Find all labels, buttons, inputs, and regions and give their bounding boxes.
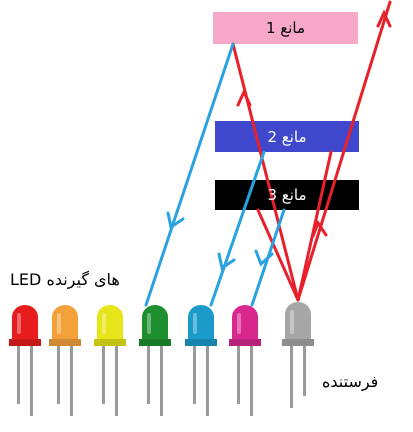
arrowhead-red-3 <box>311 219 328 238</box>
led-highlight <box>290 310 294 334</box>
led-rim <box>185 339 217 346</box>
obstacle-1-label: مانع 1 <box>265 19 306 37</box>
led-highlight <box>147 313 151 334</box>
arrowhead-blue-2 <box>217 252 236 271</box>
led-leg <box>237 346 240 404</box>
led-leg <box>30 346 33 416</box>
led-leg <box>115 346 118 416</box>
led-highlight <box>237 313 241 334</box>
led-leg <box>160 346 163 416</box>
led-leg <box>102 346 105 404</box>
led-leg <box>206 346 209 416</box>
led-highlight <box>102 313 106 334</box>
transmitter-label: فرستنده <box>322 372 379 391</box>
emitted-beam-to-obstacle-1 <box>231 42 300 302</box>
led-rim <box>229 339 261 346</box>
arrowhead-blue-1 <box>166 211 185 230</box>
reflected-beam-obstacle-2 <box>209 150 266 307</box>
led-highlight <box>57 313 61 334</box>
receiver-led <box>9 305 41 416</box>
receiver-led <box>185 305 217 416</box>
led-body <box>232 305 258 340</box>
arrowhead-red-2 <box>376 9 392 28</box>
led-rim <box>94 339 126 346</box>
led-body <box>12 305 38 340</box>
led-leg <box>17 346 20 404</box>
receiver-led <box>139 305 171 416</box>
led-leg <box>250 346 253 416</box>
led-leg <box>303 346 306 396</box>
receiver-leds-label: LED های گیرنده <box>10 270 120 289</box>
emitted-beams <box>231 0 392 302</box>
led-rim <box>49 339 81 346</box>
led-leg <box>57 346 60 404</box>
receiver-led <box>94 305 126 416</box>
led-body <box>97 305 123 340</box>
receiver-led <box>49 305 81 416</box>
transmitter-led <box>282 302 314 408</box>
led-rim <box>139 339 171 346</box>
led-body <box>52 305 78 340</box>
led-leg <box>193 346 196 404</box>
reflected-beam-obstacle-1 <box>144 42 235 307</box>
led-leg <box>70 346 73 416</box>
led-leg <box>147 346 150 404</box>
reflected-beams <box>144 42 286 307</box>
led-rim <box>9 339 41 346</box>
led-body <box>285 302 311 340</box>
emitted-beam-to-obstacle-3 <box>256 208 300 302</box>
obstacle-1-box <box>213 12 358 44</box>
arrowhead-red-1 <box>236 88 252 107</box>
arrowhead-blue-3 <box>254 249 274 267</box>
led-highlight <box>17 313 21 334</box>
receiver-led <box>229 305 261 416</box>
led-body <box>142 305 168 340</box>
led-highlight <box>193 313 197 334</box>
obstacle-2-label: مانع 2 <box>267 127 307 146</box>
led-row <box>9 302 314 416</box>
led-rim <box>282 339 314 346</box>
led-leg <box>290 346 293 408</box>
obstacle-2-box <box>215 121 359 152</box>
obstacle-3-label: مانع 3 <box>267 186 307 204</box>
emitted-beam-beyond <box>296 0 392 302</box>
emitted-beam-to-obstacle-2 <box>296 150 333 302</box>
led-body <box>188 305 214 340</box>
